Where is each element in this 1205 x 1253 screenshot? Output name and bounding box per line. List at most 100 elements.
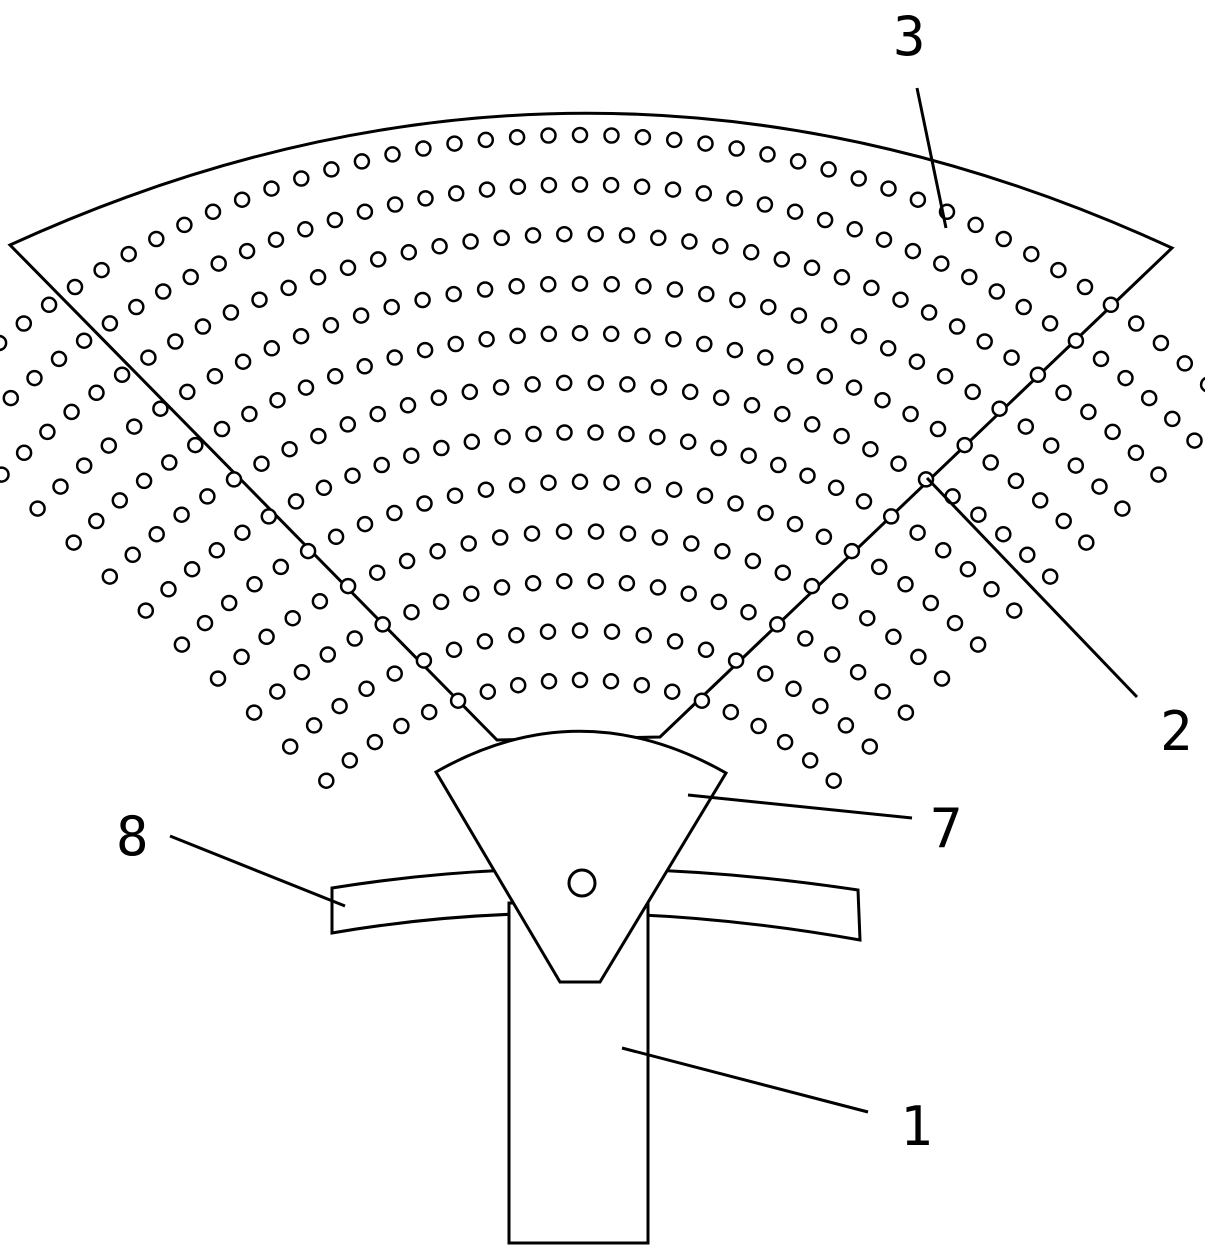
ventilation-hole [299,542,317,560]
ventilation-hole [602,673,620,690]
ventilation-hole [272,558,290,576]
ventilation-hole [603,623,621,640]
ventilation-hole [956,436,973,454]
ventilation-hole [319,646,337,663]
ventilation-hole [556,225,573,243]
ventilation-hole [571,622,589,639]
ventilation-hole [258,628,275,646]
ventilation-hole [1042,437,1060,454]
ventilation-hole [182,268,199,286]
ventilation-hole [571,473,589,491]
ventilation-hole [393,717,410,735]
ventilation-hole [509,178,527,196]
ventilation-hole [1023,245,1040,263]
ventilation-hole [187,436,204,454]
ventilation-hole [1140,389,1158,407]
ventilation-hole [850,327,868,345]
ventilation-hole [665,481,683,498]
ventilation-hole [571,176,589,193]
ventilation-hole [196,614,214,632]
ventilation-hole [571,671,589,689]
ventilation-hole [445,641,463,659]
ventilation-hole [862,440,879,458]
ventilation-hole [269,391,286,409]
ventilation-hole [447,335,464,353]
ventilation-hole [769,616,786,633]
ventilation-hole [463,433,481,451]
ventilation-hole [462,233,479,250]
ventilation-hole [555,523,573,540]
ventilation-hole [827,479,845,497]
ventilation-hole [29,500,46,517]
ventilation-hole [352,307,370,324]
ventilation-hole [863,279,880,297]
ventilation-hole [760,298,777,316]
ventilation-hole [890,455,907,472]
ventilation-hole [757,504,774,522]
ventilation-hole [339,416,357,433]
ventilation-hole [757,349,774,366]
ventilation-hole [160,581,177,598]
leader-line-1 [621,1046,869,1114]
ventilation-hole [446,135,463,152]
ventilation-hole [101,315,119,332]
ventilation-hole [476,281,494,298]
ventilation-hole [936,367,954,385]
ventilation-hole [269,683,286,700]
ventilation-hole [728,140,745,157]
ventilation-hole [1152,334,1170,352]
ventilation-hole [508,128,526,146]
ventilation-hole [208,542,226,559]
ventilation-hole [633,676,651,694]
ventilation-hole [1127,315,1145,332]
ventilation-hole [40,296,58,314]
ventilation-hole [414,291,431,309]
ventilation-hole [494,428,511,446]
ventilation-hole [982,454,999,471]
ventilation-hole [415,652,433,669]
ventilation-hole [1005,602,1023,619]
ventilation-hole [712,389,730,407]
ventilation-hole [1003,349,1020,366]
ventilation-hole [571,126,589,144]
ventilation-hole [587,225,604,243]
ventilation-hole [1150,466,1167,483]
ventilation-hole [727,495,744,512]
ventilation-hole [797,630,814,647]
ventilation-hole [88,512,105,530]
ventilation-hole [246,576,263,593]
ventilation-hole [929,420,947,438]
ventilation-hole [1199,376,1205,393]
ventilation-hole [309,269,327,286]
ventilation-hole [870,558,888,576]
ventilation-hole [801,752,819,769]
ventilation-hole [1076,278,1094,296]
ventilation-hole [386,504,403,522]
ventilation-hole [879,340,897,357]
ventilation-hole [346,630,363,647]
ventilation-hole [311,593,329,610]
ventilation-hole [1186,432,1203,449]
ventilation-hole [602,325,620,343]
ventilation-hole [39,423,56,441]
ventilation-hole [556,424,573,441]
ventilation-hole [398,552,416,570]
ventilation-hole [619,525,637,542]
ventilation-hole [523,525,541,542]
ventilation-hole [902,405,919,423]
ventilation-hole [540,176,558,194]
ventilation-hole [837,717,855,734]
ventilation-hole [508,477,526,494]
ventilation-hole [1080,403,1097,421]
ventilation-hole [666,281,684,298]
ventilation-hole [460,535,477,552]
ventilation-hole [148,525,165,543]
ventilation-hole [167,333,184,350]
ventilation-hole [524,575,542,592]
leader-line-8 [169,834,346,908]
ventilation-hole [176,216,193,234]
ventilation-hole [1091,478,1108,495]
ventilation-hole [831,593,849,610]
ventilation-hole [463,585,480,602]
ventilation-hole [961,268,978,286]
